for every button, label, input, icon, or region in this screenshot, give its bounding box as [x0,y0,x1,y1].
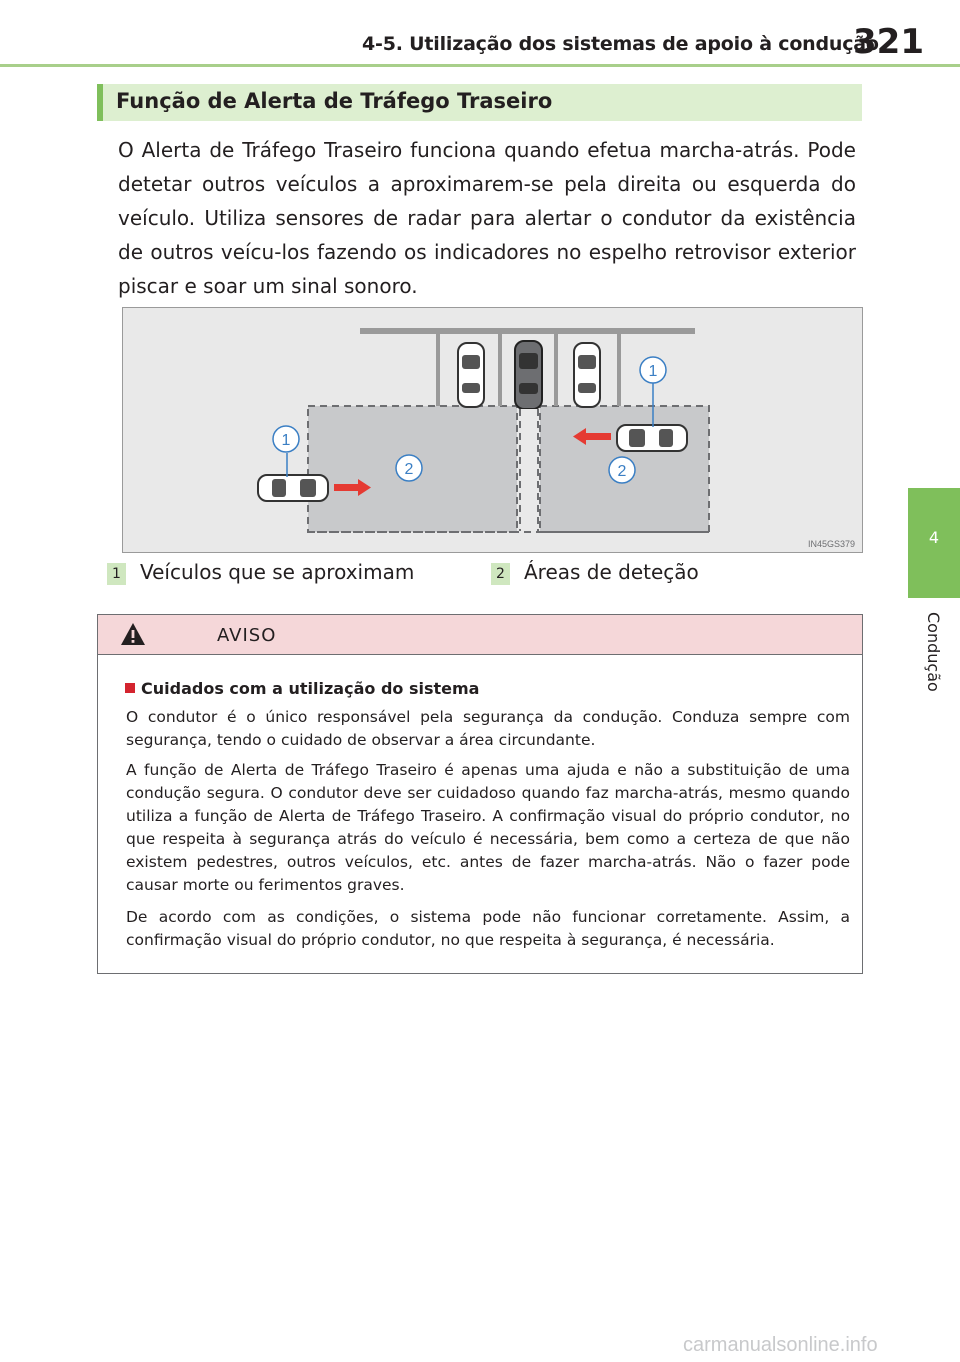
parked-car-left [457,342,485,408]
footer-watermark: carmanualsonline.info [683,1334,878,1356]
callout-2-left: 2 [395,454,423,482]
approaching-car-left [257,474,329,502]
callout-1-right: 1 [639,356,667,384]
rear-cross-traffic-diagram: 1 2 1 2 IN45GS379 [122,307,863,553]
warning-paragraph-1: O condutor é o único responsável pela se… [126,708,850,749]
svg-text:1: 1 [282,432,291,449]
warning-paragraph-3: De acordo com as condições, o sistema po… [126,908,850,949]
svg-text:1: 1 [649,363,658,380]
diagram-image-code: IN45GS379 [808,539,855,549]
legend-text: Veículos que se aproximam [140,560,415,584]
section-header: Função de Alerta de Tráfego Traseiro [97,84,862,121]
bullet-square-icon [125,683,135,693]
warning-header: AVISO [98,615,862,655]
chapter-label: Condução [924,612,943,692]
callout-1-left: 1 [272,425,300,453]
warning-paragraph-2: A função de Alerta de Tráfego Traseiro é… [126,761,850,894]
warning-triangle-icon [121,623,145,645]
warning-subtitle: Cuidados com a utilização do sistema [141,679,480,698]
parked-car-right [573,342,601,408]
own-vehicle [514,340,543,410]
legend-text: Áreas de deteção [524,560,699,584]
page-number: 321 [853,22,924,62]
running-header-title: 4-5. Utilização dos sistemas de apoio à … [362,33,879,55]
warning-title: AVISO [217,625,277,646]
legend-number: 2 [491,563,510,585]
header-rule [0,64,960,67]
chapter-tab: 4 [908,488,960,598]
legend-number: 1 [107,563,126,585]
chapter-number: 4 [928,528,940,547]
warning-box: AVISO Cuidados com a utilização do siste… [97,614,863,974]
intro-paragraph: O Alerta de Tráfego Traseiro funciona qu… [118,138,856,298]
arrow-right-approach [573,428,611,445]
svg-text:2: 2 [405,461,414,478]
svg-text:2: 2 [618,463,627,480]
section-title: Função de Alerta de Tráfego Traseiro [116,89,553,113]
warning-subtitle-row: Cuidados com a utilização do sistema [125,679,479,698]
approaching-car-right [616,424,688,452]
arrow-left-approach [334,479,371,496]
callout-2-right: 2 [608,456,636,484]
